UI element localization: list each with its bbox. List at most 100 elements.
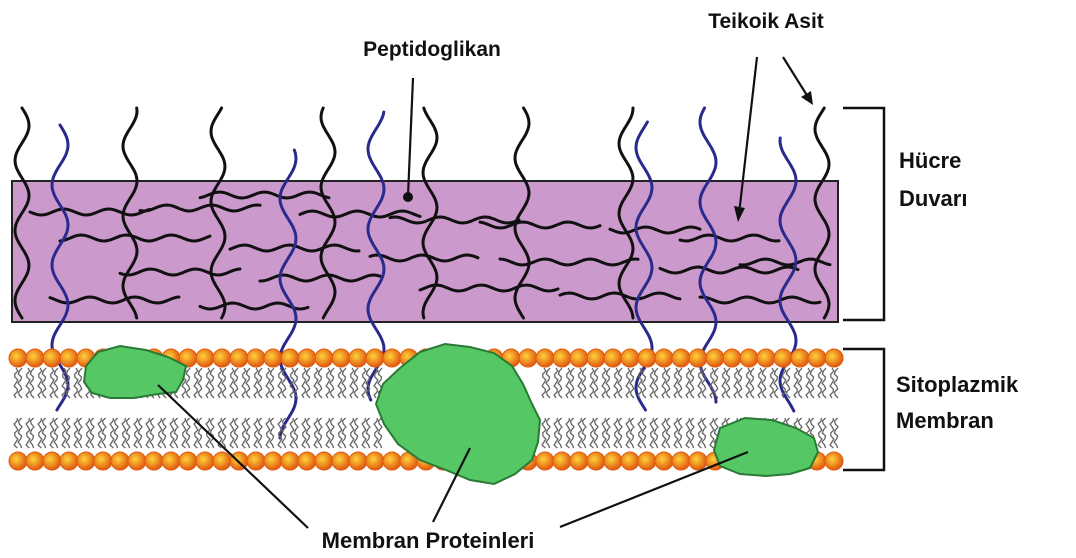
- lipid-tail: [330, 368, 334, 398]
- lipid-tail: [242, 418, 246, 448]
- lipid-tail: [50, 418, 54, 448]
- lipid-head: [638, 452, 656, 470]
- membrane-label-line2: Membran: [896, 408, 994, 433]
- lipid-tail: [614, 418, 618, 448]
- lipid-tail: [78, 418, 82, 448]
- lipid-tail: [270, 418, 274, 448]
- lipid-tail: [650, 418, 654, 448]
- lipid-head: [808, 349, 826, 367]
- lipid-tail: [666, 368, 670, 398]
- lipid-head: [570, 349, 588, 367]
- lipid-tail: [54, 418, 58, 448]
- lipid-tail: [542, 418, 546, 448]
- lipid-head: [94, 452, 112, 470]
- lipid-head: [587, 452, 605, 470]
- lipid-head: [162, 452, 180, 470]
- lipid-tail: [270, 368, 274, 398]
- lipid-head: [264, 452, 282, 470]
- lipid-tail: [150, 418, 154, 448]
- lipid-tail: [114, 418, 118, 448]
- lipid-tail: [378, 418, 382, 448]
- lipid-tail: [570, 418, 574, 448]
- lipid-tail: [198, 368, 202, 398]
- lipid-tail: [306, 368, 310, 398]
- lipid-tail: [626, 418, 630, 448]
- lipid-tail: [54, 368, 58, 398]
- lipid-tail: [822, 418, 826, 448]
- lipid-head: [213, 349, 231, 367]
- lipid-tail: [222, 418, 226, 448]
- lipid-head: [60, 452, 78, 470]
- lipid-tail: [62, 418, 66, 448]
- lipid-head: [196, 349, 214, 367]
- lipid-tail: [786, 368, 790, 398]
- lipid-tail: [18, 418, 22, 448]
- cell-wall-label-line2: Duvarı: [899, 186, 967, 211]
- lipid-tail: [582, 368, 586, 398]
- lipid-tail: [78, 368, 82, 398]
- lipid-head: [111, 452, 129, 470]
- lipid-tail: [678, 418, 682, 448]
- lipid-tail: [554, 418, 558, 448]
- lipid-tail: [558, 418, 562, 448]
- lipid-head: [298, 452, 316, 470]
- lipid-head: [366, 349, 384, 367]
- lipid-tail: [834, 368, 838, 398]
- lipid-tail: [606, 368, 610, 398]
- lipid-head: [774, 349, 792, 367]
- lipid-head: [740, 349, 758, 367]
- lipid-tail: [294, 418, 298, 448]
- lipid-head: [621, 349, 639, 367]
- lipid-tail: [630, 368, 634, 398]
- lipid-tail: [42, 368, 46, 398]
- lipid-head: [723, 349, 741, 367]
- lipid-tail: [354, 418, 358, 448]
- lipid-tail: [66, 418, 70, 448]
- lipid-head: [604, 452, 622, 470]
- lipid-tail: [354, 368, 358, 398]
- lipid-tail: [14, 418, 18, 448]
- lipid-head: [247, 452, 265, 470]
- lipid-tail: [606, 418, 610, 448]
- lipid-head: [196, 452, 214, 470]
- lipid-tail: [338, 418, 342, 448]
- lipid-head: [247, 349, 265, 367]
- lipid-tail: [674, 418, 678, 448]
- lipid-head: [315, 452, 333, 470]
- peptidoglycan-label: Peptidoglikan: [363, 38, 501, 61]
- lipid-tail: [366, 418, 370, 448]
- lipid-head: [60, 349, 78, 367]
- lipid-head: [621, 452, 639, 470]
- lipid-tail: [582, 418, 586, 448]
- lipid-head: [672, 349, 690, 367]
- lipid-tail: [762, 368, 766, 398]
- lipid-tail: [302, 418, 306, 448]
- lipid-head: [281, 452, 299, 470]
- lipid-head: [519, 349, 537, 367]
- lipid-tail: [266, 418, 270, 448]
- lipid-head: [604, 349, 622, 367]
- lipid-head: [757, 349, 775, 367]
- lipid-head: [689, 349, 707, 367]
- lipid-tail: [714, 368, 718, 398]
- lipid-tail: [230, 418, 234, 448]
- peptidoglycan-pointer-dot: [403, 192, 413, 202]
- lipid-tail: [138, 418, 142, 448]
- lipid-head: [43, 349, 61, 367]
- brackets: [843, 108, 884, 470]
- lipid-tail: [710, 418, 714, 448]
- lipid-tail: [330, 418, 334, 448]
- lipid-tail: [186, 418, 190, 448]
- lipid-tail: [98, 418, 102, 448]
- lipid-tail: [306, 418, 310, 448]
- lipid-tail: [570, 368, 574, 398]
- lipid-head: [281, 349, 299, 367]
- lipid-tail: [662, 418, 666, 448]
- lipid-head: [9, 452, 27, 470]
- lipid-tail: [158, 418, 162, 448]
- lipid-head: [655, 349, 673, 367]
- lipid-head: [77, 452, 95, 470]
- lipid-head: [553, 349, 571, 367]
- membrane-label-line1: Sitoplazmik: [896, 372, 1019, 397]
